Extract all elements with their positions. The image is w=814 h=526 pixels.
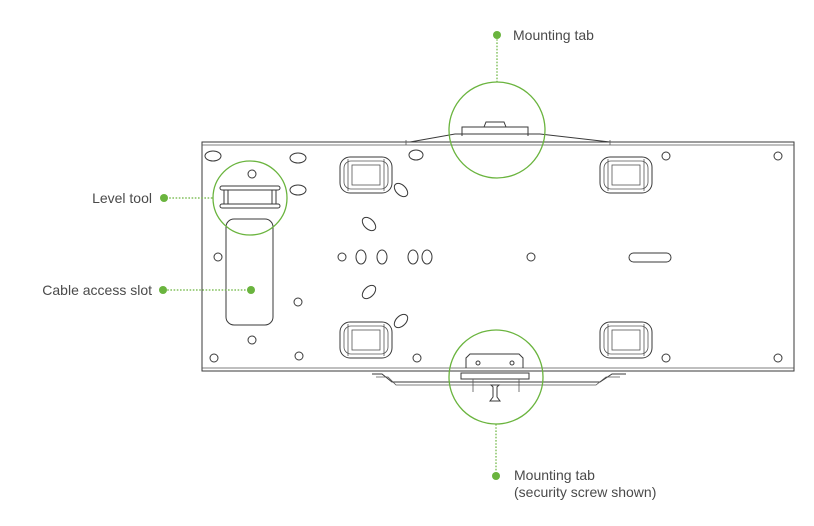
callout-circle-mounting-tab-top: [448, 81, 546, 179]
callouts: [159, 31, 546, 480]
rubber-pads: [339, 156, 653, 359]
cable-access-slot: [225, 218, 274, 326]
label-cable-access-slot: Cable access slot: [42, 282, 152, 298]
callout-dot-cable-access-slot-target: [247, 286, 255, 294]
level-tool: [219, 185, 281, 209]
callout-dot-cable-access-slot: [159, 286, 167, 294]
label-mounting-tab-top: Mounting tab: [513, 27, 594, 43]
bracket-plate: [201, 121, 795, 402]
callout-dot-mounting-tab-top: [493, 31, 501, 39]
mounting-holes: [204, 149, 783, 363]
callout-dot-mounting-tab-bottom: [492, 472, 500, 480]
label-level-tool: Level tool: [92, 190, 152, 206]
label-mounting-tab-bottom-sublabel: (security screw shown): [514, 484, 657, 500]
callout-dot-level-tool: [160, 194, 168, 202]
callout-circle-level-tool: [212, 160, 288, 236]
label-mounting-tab-bottom: Mounting tab: [514, 467, 595, 483]
